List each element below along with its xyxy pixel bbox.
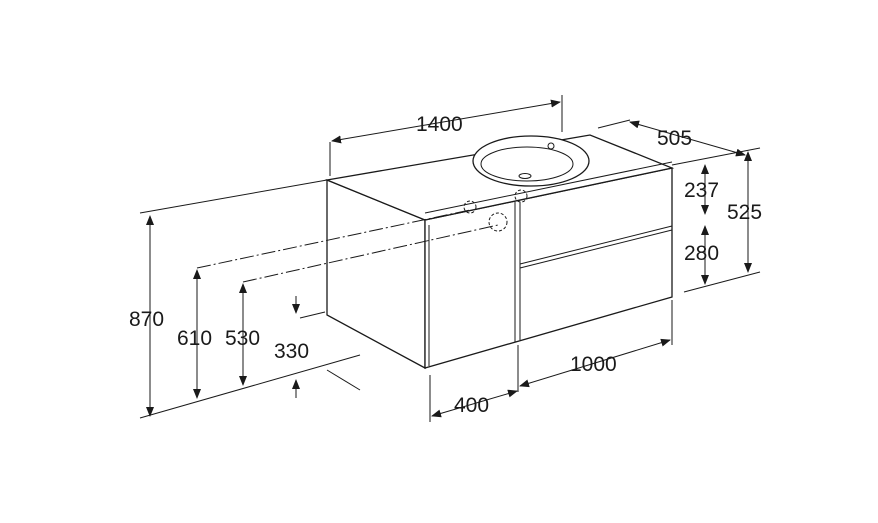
dim-pipe-530: 530 (225, 327, 260, 350)
supply-position-2 (514, 189, 528, 203)
drawer-split (519, 225, 673, 265)
dim-cabinet-height: 525 (727, 201, 762, 224)
dim-drain-330: 330 (274, 340, 309, 363)
dim-width-total: 1400 (416, 113, 463, 136)
dim-drawer-width: 1000 (570, 353, 617, 376)
drain-position (488, 212, 508, 232)
dimension-lines (146, 99, 752, 418)
dim-door-width: 400 (454, 394, 489, 417)
countertop-edge (424, 161, 673, 214)
dim-pipe-610: 610 (177, 327, 212, 350)
drawer-split-2 (519, 229, 673, 269)
basin-outer (472, 135, 590, 187)
cabinet (324, 134, 675, 370)
dim-drawer-top: 237 (684, 179, 719, 202)
supply-position-1 (463, 200, 477, 214)
dim-total-height: 870 (129, 308, 164, 331)
dim-drawer-bottom: 280 (684, 242, 719, 265)
extension-lines (139, 95, 761, 422)
basin-inner (480, 146, 574, 182)
basin-drain (518, 173, 532, 179)
dim-depth: 505 (657, 127, 692, 150)
